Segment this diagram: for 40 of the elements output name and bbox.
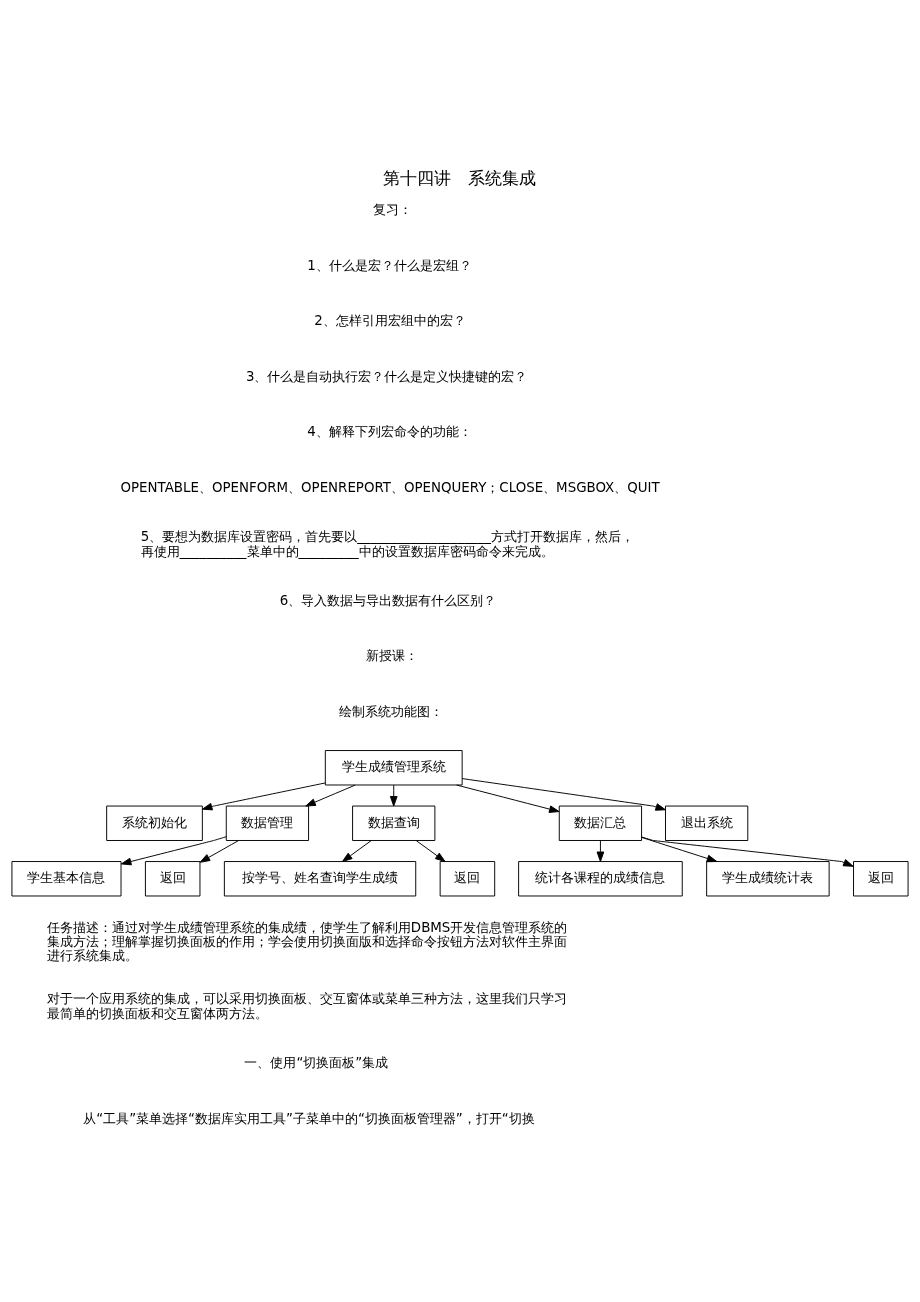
label: 新授课： [365, 647, 418, 663]
label: 对于一个应用系统的集成，可以采用切换面板、交互窗体或菜单三种方法，这里我们只学习最简单的切换面板和交互窗体两方法。 [46, 990, 567, 1021]
node-box: 数据汇总 [558, 805, 643, 841]
node-box: 学生成绩统计表 [706, 860, 830, 896]
arrow [461, 777, 666, 811]
label: 从“工具”菜单选择“数据库实用工具”子菜单中的“切换面板管理器”，打开“切换 [83, 1109, 535, 1125]
label: 4、解释下列宏命令的功能： [307, 423, 472, 439]
label: 复习： [373, 201, 413, 217]
node-box: 系统初始化 [106, 805, 203, 841]
node-box: 学生基本信息 [11, 860, 122, 896]
node-box: 数据管理 [225, 805, 310, 841]
label: 2、怎样引用宏组中的宏？ [314, 312, 466, 328]
arrow [199, 839, 239, 863]
label: 1、什么是宏？什么是宏组？ [307, 257, 472, 273]
arrow [456, 784, 560, 813]
node-box: 数据查询 [352, 805, 436, 841]
arrow [641, 836, 718, 862]
arrow [415, 839, 446, 862]
label: 5、要想为数据库设置密码，首先要以____________________方式打开数据库，然后，再使用__________菜单中的_________中的设置数据库密码命令来完成。 [140, 528, 634, 559]
arrow [120, 835, 227, 865]
label: 任务描述：通过对学生成绩管理系统的集成绩，使学生了解利用DBMS开发信息管理系统的集成方法；理解掌握切换面板的作用；学会使用切换面版和选择命令按钮方法对软件主界面进行系统集成。 [46, 919, 568, 963]
node-box: 返回 [144, 860, 201, 896]
node-box: 返回 [853, 860, 909, 896]
node-box: 按学号、姓名查询学生成绩 [223, 860, 417, 896]
diagram-title: 第十四讲 系统集成 [383, 167, 537, 188]
node-box: 退出系统 [665, 805, 749, 841]
arrow [305, 784, 356, 806]
label: 6、导入数据与导出数据有什么区别？ [279, 592, 497, 608]
node-box: 返回 [439, 860, 496, 896]
arrow [596, 839, 605, 862]
label: OPENTABLE、OPENFORM、OPENREPORT、OPENQUERY；CLOSE、MSGBOX、QUIT [120, 479, 660, 495]
arrow [389, 784, 398, 806]
arrow [201, 781, 326, 810]
label: 一、使用“切换面板”集成 [244, 1054, 389, 1070]
arrow [641, 836, 854, 867]
label: 3、什么是自动执行宏？什么是定义快捷键的宏？ [245, 368, 528, 384]
arrow [341, 839, 372, 862]
node-box: 统计各课程的成绩信息 [518, 860, 683, 896]
label: 绘制系统功能图： [338, 703, 443, 719]
node-box: 学生成绩管理系统 [324, 749, 463, 785]
